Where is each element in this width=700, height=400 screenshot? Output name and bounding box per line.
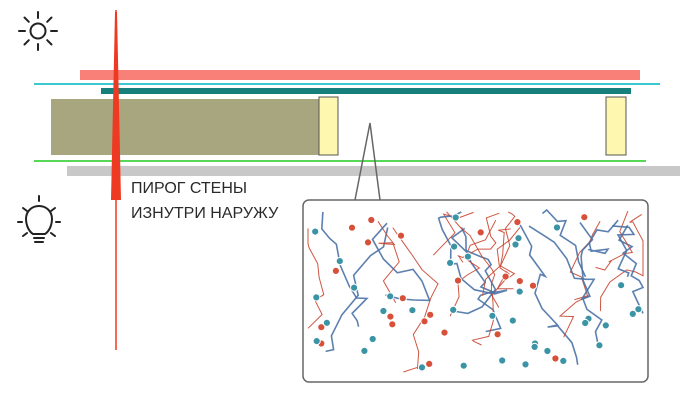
fiber-strand	[519, 224, 579, 365]
fiber-node	[322, 318, 331, 327]
fiber-node	[528, 281, 538, 290]
fiber-node	[446, 258, 455, 267]
fiber-node	[551, 354, 560, 363]
fiber-node	[311, 227, 320, 236]
insulation-layer	[51, 99, 338, 155]
fiber-node	[493, 330, 502, 339]
fiber-node	[459, 361, 468, 370]
fiber-node	[521, 360, 530, 369]
stud-left	[318, 96, 339, 156]
fiber-strand	[320, 211, 369, 327]
fiber-strand	[617, 224, 645, 314]
vapor-barrier-line	[34, 160, 646, 162]
fiber-strand	[541, 208, 587, 278]
fiber-strand	[528, 225, 596, 301]
fiber-strand	[612, 225, 636, 278]
fiber-node	[451, 213, 460, 222]
fiber-node	[449, 305, 458, 314]
fiber-node	[559, 356, 568, 365]
fiber-node	[488, 311, 497, 320]
fiber-node	[408, 306, 417, 315]
fiber-node	[515, 277, 524, 286]
inner-finish-layer	[67, 166, 680, 176]
fiber-strand	[307, 228, 325, 329]
fiber-node	[580, 213, 589, 222]
fiber-node	[425, 359, 434, 368]
fiber-node	[617, 281, 626, 290]
fiber-node	[363, 238, 373, 247]
fiber-strand	[377, 221, 400, 303]
caption-line-2: ИЗНУТРИ НАРУЖУ	[131, 205, 279, 222]
zoom-pointer	[354, 122, 381, 201]
fiber-strand	[455, 226, 497, 315]
fiber-node	[498, 356, 507, 365]
fiber-node	[530, 342, 539, 351]
caption-line-1: ПИРОГ СТЕНЫ	[131, 180, 248, 197]
fiber-node	[552, 223, 562, 232]
outer-finish-layer	[80, 70, 640, 80]
fiber-strand	[599, 213, 644, 312]
fiber-node	[420, 317, 429, 326]
fiber-node	[331, 266, 340, 275]
fiber-node	[501, 272, 510, 281]
zoom-box	[302, 199, 649, 383]
direction-arrow	[111, 12, 121, 200]
stud-right	[605, 96, 627, 156]
fiber-strand	[457, 212, 500, 263]
fiber-node	[388, 320, 397, 329]
fiber-network	[307, 208, 645, 373]
fiber-node	[634, 305, 643, 314]
fiber-node	[347, 223, 357, 232]
fiber-node	[386, 312, 395, 321]
fiber-node	[515, 287, 524, 296]
fiber-strand	[482, 211, 516, 296]
fiber-strand	[446, 211, 500, 308]
fiber-node	[514, 234, 523, 243]
fiber-strand	[471, 227, 521, 346]
fiber-node	[386, 292, 395, 301]
fiber-node	[595, 341, 604, 350]
sun-icon	[18, 11, 58, 51]
fiber-node	[450, 242, 459, 251]
fiber-node	[601, 321, 610, 330]
fiber-node	[417, 363, 427, 372]
outer-membrane-line	[34, 83, 660, 85]
fiber-node	[426, 310, 435, 319]
windproof-membrane-layer	[101, 88, 631, 94]
fiber-node	[335, 257, 344, 266]
fiber-node	[581, 318, 590, 328]
fiber-node	[398, 294, 407, 303]
fiber-node	[367, 215, 376, 225]
fiber-node	[508, 316, 517, 325]
fiber-node	[350, 283, 359, 292]
fiber-node	[628, 309, 637, 318]
fiber-node	[312, 293, 321, 302]
light-bulb-icon	[17, 195, 61, 243]
fiber-node	[379, 306, 388, 316]
fiber-node	[476, 228, 485, 237]
fiber-node	[543, 346, 552, 356]
fiber-node	[513, 218, 522, 227]
fiber-strand	[496, 228, 514, 290]
fiber-strand	[449, 219, 497, 317]
fiber-node	[312, 337, 321, 346]
fiber-node	[396, 231, 406, 240]
fiber-node	[463, 252, 472, 261]
fiber-node	[440, 328, 449, 337]
fiber-strand	[579, 222, 603, 345]
fiber-strand	[588, 219, 619, 255]
fiber-node	[453, 276, 463, 285]
fiber-node	[368, 334, 377, 344]
fiber-node	[360, 346, 369, 355]
fiber-node	[317, 323, 326, 332]
